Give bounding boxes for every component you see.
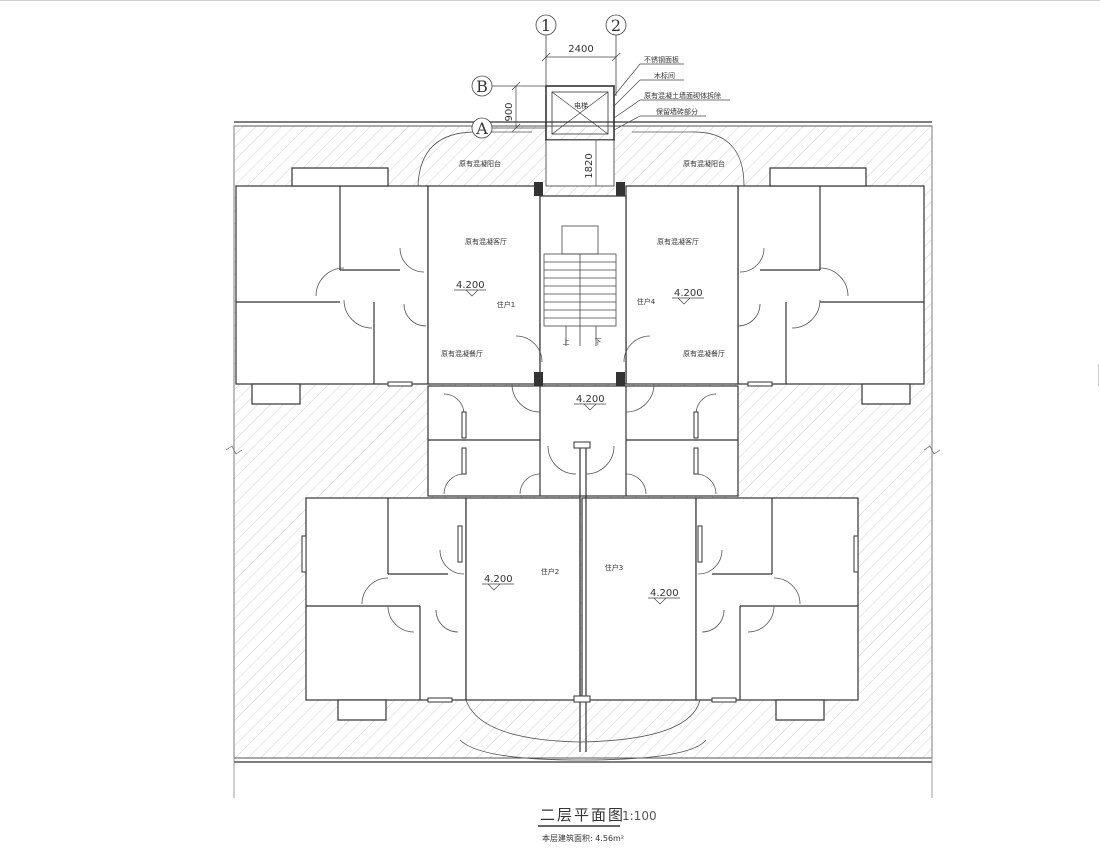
axis-bubble-a: A	[475, 119, 488, 138]
note-demolish: 原有混凝土墙面砌体拆除	[644, 91, 721, 100]
label-unit-2: 住户2	[541, 567, 559, 576]
right-edge-tick	[1098, 364, 1099, 386]
level-mark-unit-3: 4.200	[650, 588, 679, 599]
level-mark-core: 4.200	[576, 394, 605, 405]
dimension-lines	[511, 52, 621, 186]
axis-grid	[471, 14, 627, 139]
drawing-scale: 1:100	[622, 809, 657, 823]
note-wood: 木标间	[654, 71, 675, 80]
level-mark-unit-1: 4.200	[456, 280, 485, 291]
floor-area-note: 本层建筑面积: 4.56m²	[542, 833, 624, 843]
lift-label: 电梯	[574, 101, 588, 110]
drawing-title: 二层平面图	[540, 806, 625, 824]
label-balcony-left: 原有混凝阳台	[459, 159, 501, 168]
label-unit-1: 住户1	[497, 300, 515, 309]
label-unit-3: 住户3	[605, 563, 623, 572]
level-mark-unit-2: 4.200	[484, 574, 513, 585]
axis-bubble-1: 1	[541, 16, 551, 35]
dim-1820: 1820	[584, 153, 595, 178]
label-dining-left: 原有混凝餐厅	[441, 349, 483, 358]
axis-bubble-b: B	[476, 77, 488, 96]
label-stair-down: 下	[595, 338, 602, 346]
note-steel-panel: 不锈钢面板	[644, 55, 679, 64]
label-balcony-right: 原有混凝阳台	[683, 159, 725, 168]
level-markers	[454, 289, 704, 605]
building-walls	[235, 167, 925, 721]
axis-bubble-2: 2	[611, 16, 621, 35]
windows	[301, 381, 859, 703]
note-keep: 保留墙砖部分	[656, 107, 698, 116]
canvas-top-border	[0, 0, 1100, 1]
leader-lines	[613, 63, 730, 131]
dim-900: 900	[504, 102, 515, 121]
stair-treads	[543, 225, 617, 346]
break-markers	[225, 445, 941, 455]
label-unit-4: 住户4	[637, 297, 656, 306]
level-mark-unit-4: 4.200	[674, 288, 703, 299]
lift-shaft	[545, 85, 615, 187]
label-living-left: 原有混凝客厅	[465, 237, 507, 246]
dim-2400: 2400	[568, 44, 593, 55]
label-stair-up: 上	[563, 337, 570, 346]
label-dining-right: 原有混凝餐厅	[683, 349, 725, 358]
label-living-right: 原有混凝客厅	[657, 237, 699, 246]
structural-columns	[534, 182, 625, 386]
